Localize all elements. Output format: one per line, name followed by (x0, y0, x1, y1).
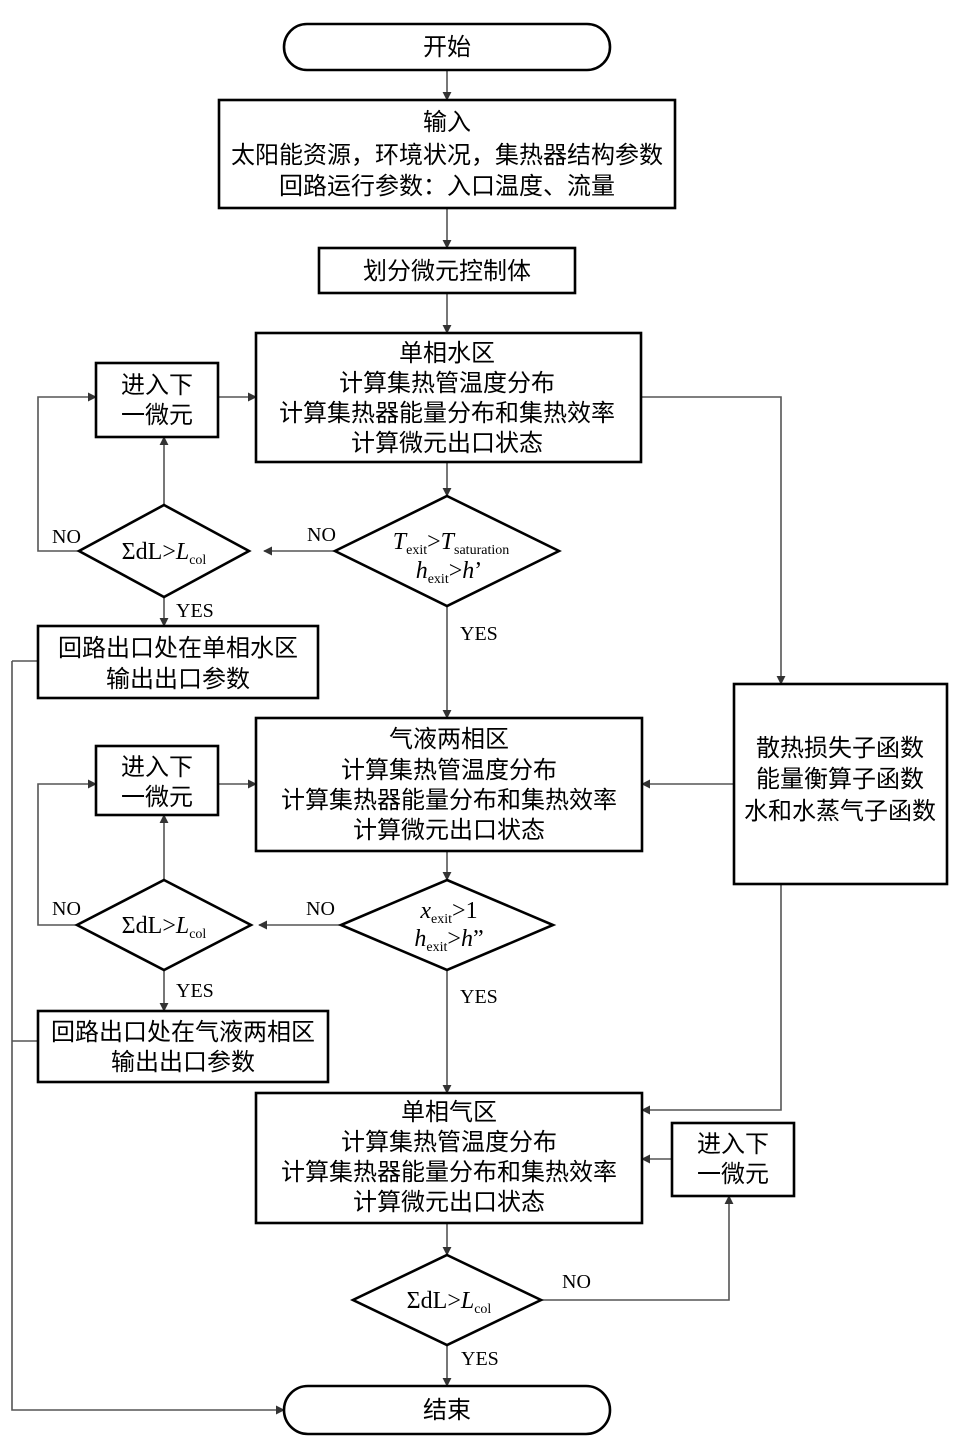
no-label: NO (52, 526, 81, 548)
no-label: NO (307, 524, 336, 546)
length-check-1: ΣdL>Lcol (76, 503, 252, 599)
next-element-box-3: 进入下 一微元 (670, 1121, 796, 1198)
zone1-box: 单相水区 计算集热管温度分布 计算集热器能量分布和集热效率 计算微元出口状态 (254, 331, 643, 464)
start-label: 开始 (423, 33, 471, 61)
input-line2: 回路运行参数：入口温度、流量 (279, 172, 615, 200)
decision-saturation: Texit>Tsaturation hexit>h’ (332, 494, 562, 608)
zone2-line3: 计算微元出口状态 (353, 816, 545, 844)
next-element-line2: 一微元 (121, 401, 193, 429)
zone1-title: 单相水区 (399, 339, 495, 367)
divide-label: 划分微元控制体 (363, 257, 531, 285)
length-check-3: ΣdL>Lcol (349, 1253, 545, 1347)
next-element-box-2: 进入下 一微元 (94, 744, 220, 817)
output2-line2: 输出出口参数 (111, 1048, 255, 1076)
no-label: NO (306, 898, 335, 920)
divide-box: 划分微元控制体 (317, 246, 577, 295)
output-box-1: 回路出口处在单相水区 输出出口参数 (36, 624, 320, 700)
next-element-line2: 一微元 (697, 1160, 769, 1188)
decision2-line2: hexit>h” (414, 926, 483, 955)
length-check-2: ΣdL>Lcol (74, 878, 254, 972)
input-box: 输入 太阳能资源，环境状况，集热器结构参数 回路运行参数：入口温度、流量 (217, 98, 677, 210)
subfunctions-box: 散热损失子函数 能量衡算子函数 水和水蒸气子函数 (732, 682, 949, 886)
decision2-line1: xexit>1 (419, 898, 477, 927)
length-check-2-text: ΣdL>Lcol (122, 913, 207, 942)
zone1-line1: 计算集热管温度分布 (339, 369, 555, 397)
yes-label: YES (460, 986, 498, 1008)
decision-quality: xexit>1 hexit>h” (337, 878, 557, 972)
yes-label: YES (176, 600, 214, 622)
yes-label: YES (460, 623, 498, 645)
no-label: NO (562, 1271, 591, 1293)
length-check-1-text: ΣdL>Lcol (122, 539, 207, 568)
output2-line1: 回路出口处在气液两相区 (51, 1018, 315, 1046)
next-element-line1: 进入下 (121, 371, 193, 399)
zone3-title: 单相气区 (401, 1098, 497, 1126)
yes-label: YES (461, 1348, 499, 1370)
next-element-line1: 进入下 (697, 1130, 769, 1158)
input-line1: 太阳能资源，环境状况，集热器结构参数 (231, 141, 663, 169)
end-terminal: 结束 (282, 1384, 612, 1436)
subfunctions-line3: 水和水蒸气子函数 (744, 797, 936, 825)
zone3-box: 单相气区 计算集热管温度分布 计算集热器能量分布和集热效率 计算微元出口状态 (254, 1091, 644, 1225)
connectors (11, 70, 786, 1415)
start-terminal: 开始 (282, 22, 612, 72)
yes-label: YES (176, 980, 214, 1002)
zone2-line2: 计算集热器能量分布和集热效率 (281, 786, 617, 814)
zone1-line2: 计算集热器能量分布和集热效率 (279, 399, 615, 427)
zone2-line1: 计算集热管温度分布 (341, 756, 557, 784)
zone1-line3: 计算微元出口状态 (351, 429, 543, 457)
input-title: 输入 (423, 108, 471, 136)
output1-line1: 回路出口处在单相水区 (58, 634, 298, 662)
end-label: 结束 (423, 1396, 471, 1424)
output-box-2: 回路出口处在气液两相区 输出出口参数 (36, 1009, 330, 1084)
zone3-line2: 计算集热器能量分布和集热效率 (281, 1158, 617, 1186)
decision1-line2: hexit>h’ (416, 558, 483, 587)
zone2-box: 气液两相区 计算集热管温度分布 计算集热器能量分布和集热效率 计算微元出口状态 (254, 716, 644, 853)
subfunctions-line2: 能量衡算子函数 (756, 765, 924, 793)
next-element-line1: 进入下 (121, 753, 193, 781)
output1-line2: 输出出口参数 (106, 665, 250, 693)
length-check-3-text: ΣdL>Lcol (407, 1288, 492, 1317)
subfunctions-line1: 散热损失子函数 (756, 734, 924, 762)
no-label: NO (52, 898, 81, 920)
next-element-box-1: 进入下 一微元 (94, 361, 220, 439)
branch-labels: NO NO YES YES NO NO YES YES NO YES (52, 524, 591, 1370)
decision1-line1: Texit>Tsaturation (393, 529, 509, 558)
next-element-line2: 一微元 (121, 783, 193, 811)
zone2-title: 气液两相区 (389, 725, 509, 753)
zone3-line1: 计算集热管温度分布 (341, 1128, 557, 1156)
zone3-line3: 计算微元出口状态 (353, 1188, 545, 1216)
